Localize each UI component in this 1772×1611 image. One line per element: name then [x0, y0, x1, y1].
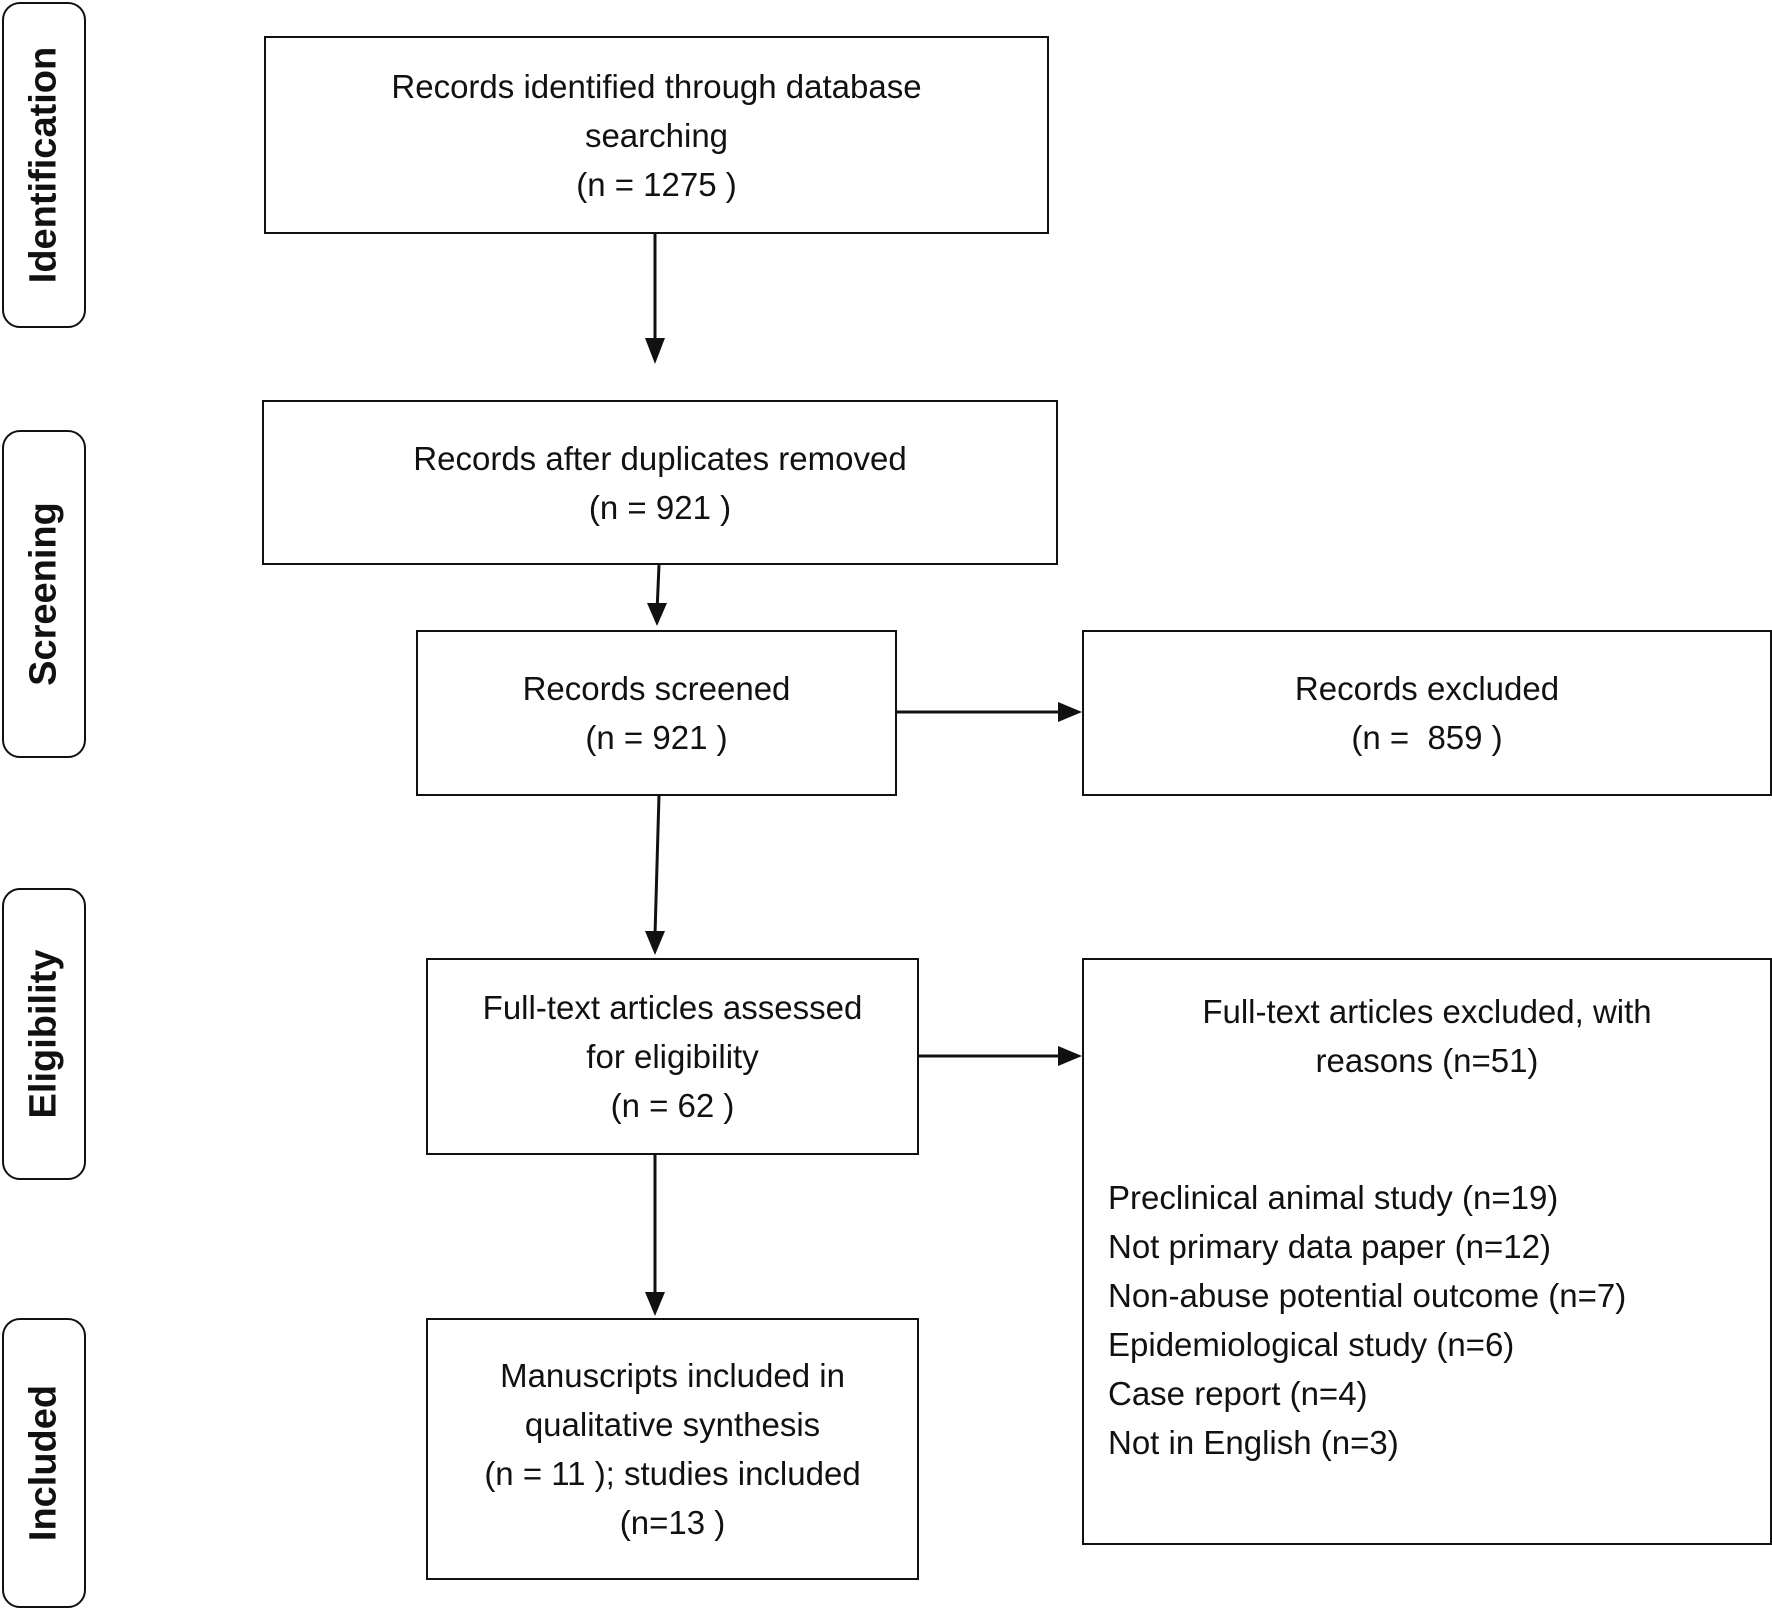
fulltext-assessed-line1: Full-text articles assessed [482, 989, 863, 1026]
stage-eligibility: Eligibility [2, 888, 86, 1180]
records-excluded-line1: Records excluded [1294, 670, 1560, 707]
included-studies-count: (n=13 ) [619, 1504, 726, 1541]
included-line1: Manuscripts included in [500, 1357, 845, 1394]
exclusion-reason: Case report (n=4) [1108, 1375, 1368, 1412]
arrowhead-duplicates-to-screened [647, 603, 667, 626]
records-identified-count: (n = 1275 ) [576, 165, 737, 203]
stage-eligibility-label: Eligibility [22, 949, 65, 1119]
records-excluded-count: (n = 859 ) [1351, 719, 1503, 756]
exclusion-reason: Non-abuse potential outcome (n=7) [1108, 1277, 1627, 1314]
box-records-identified: Records identified through database sear… [264, 36, 1049, 234]
records-screened-count: (n = 921 ) [585, 719, 728, 756]
exclusion-reason: Not primary data paper (n=12) [1108, 1228, 1551, 1265]
box-fulltext-assessed: Full-text articles assessed for eligibil… [426, 958, 919, 1155]
exclusion-reasons-list: Preclinical animal study (n=19) Not prim… [1108, 1173, 1626, 1467]
arrow-screened-to-fulltext [653, 794, 661, 936]
stage-screening: Screening [2, 430, 86, 758]
stage-included-label: Included [22, 1384, 65, 1542]
fulltext-assessed-count: (n = 62 ) [610, 1087, 735, 1124]
after-duplicates-line1: Records after duplicates removed [413, 439, 907, 477]
records-identified-line1: Records identified through database [391, 67, 922, 105]
exclusion-reason: Not in English (n=3) [1108, 1424, 1399, 1461]
arrowhead-fulltext-to-included [645, 1292, 665, 1316]
records-screened-line1: Records screened [522, 670, 791, 707]
box-records-excluded: Records excluded (n = 859 ) [1082, 630, 1772, 796]
arrowhead-screened-to-fulltext [645, 931, 665, 955]
stage-included: Included [2, 1318, 86, 1608]
box-included: Manuscripts included in qualitative synt… [426, 1318, 919, 1580]
box-records-after-duplicates: Records after duplicates removed (n = 92… [262, 400, 1058, 565]
included-line2: qualitative synthesis [524, 1406, 821, 1443]
included-manuscripts-count: (n = 11 ); studies included [484, 1455, 861, 1492]
stage-identification: Identification [2, 2, 86, 328]
arrowhead-fulltext-to-fulltext-excluded [1058, 1046, 1082, 1066]
fulltext-assessed-line2: for eligibility [586, 1038, 759, 1075]
stage-identification-label: Identification [22, 46, 65, 284]
fulltext-excluded-line2: reasons (n=51) [1315, 1042, 1539, 1079]
records-identified-line2: searching [584, 116, 729, 154]
arrowhead-screened-to-excluded [1058, 702, 1082, 722]
stage-screening-label: Screening [22, 502, 65, 686]
arrowhead-identified-to-duplicates [645, 338, 665, 364]
after-duplicates-count: (n = 921 ) [588, 488, 732, 526]
fulltext-excluded-line1: Full-text articles excluded, with [1202, 993, 1652, 1030]
box-records-screened: Records screened (n = 921 ) [416, 630, 897, 796]
exclusion-reason: Epidemiological study (n=6) [1108, 1326, 1515, 1363]
box-fulltext-excluded: Full-text articles excluded, with reason… [1082, 958, 1772, 1545]
exclusion-reason: Preclinical animal study (n=19) [1108, 1179, 1559, 1216]
